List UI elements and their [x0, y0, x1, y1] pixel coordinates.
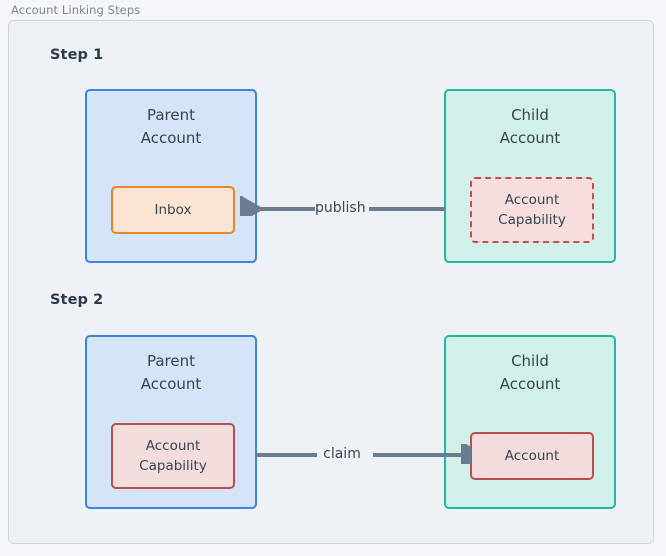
step-2-claim-connector	[255, 444, 471, 464]
step-2-account-capability-box[interactable]: Account Capability	[111, 423, 235, 489]
step-1-publish-connector	[240, 196, 445, 216]
step-1-parent-account-title: Parent Account	[140, 106, 202, 147]
step-1-child-account-box[interactable]: Child Account Account Capability	[444, 89, 616, 263]
step-1-child-account-title: Child Account	[499, 106, 561, 147]
step-2-parent-account-box[interactable]: Parent Account Account Capability	[85, 335, 257, 509]
step-1-edge-label: publish	[315, 200, 366, 216]
step-1-heading: Step 1	[50, 47, 104, 63]
step-2-edge-label: claim	[323, 446, 361, 462]
step-1-parent-account-box[interactable]: Parent Account Inbox	[85, 89, 257, 263]
step-1-inbox-box[interactable]: Inbox	[111, 186, 235, 234]
step-2-parent-account-title: Parent Account	[140, 352, 202, 393]
step-2-heading: Step 2	[50, 292, 104, 308]
step-2-account-box[interactable]: Account	[470, 432, 594, 480]
step-2-child-account-box[interactable]: Child Account Account	[444, 335, 616, 509]
diagram-frame-title: Account Linking Steps	[11, 3, 141, 17]
step-2-child-account-title: Child Account	[499, 352, 561, 393]
step-1-account-capability-box[interactable]: Account Capability	[470, 177, 594, 243]
